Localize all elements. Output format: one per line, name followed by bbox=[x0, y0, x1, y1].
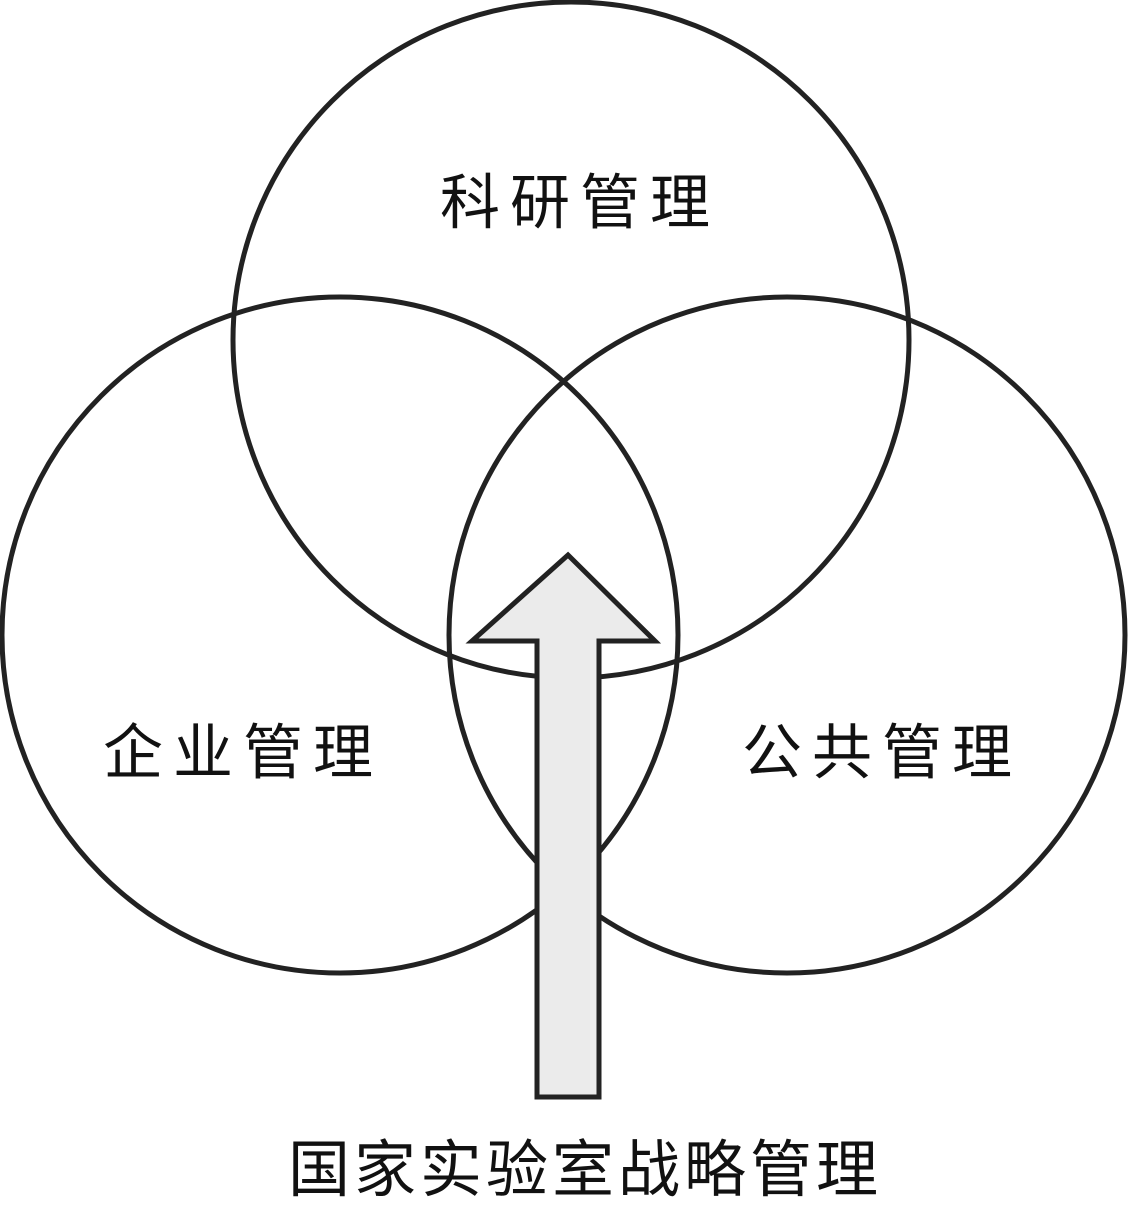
label-enterprise: 企业管理 bbox=[103, 719, 383, 789]
circle-enterprise bbox=[0, 294, 681, 976]
label-public: 公共管理 bbox=[742, 719, 1022, 789]
circle-public bbox=[446, 294, 1128, 976]
label-research: 科研管理 bbox=[440, 169, 720, 239]
label-arrow-strategy: 国家实验室战略管理 bbox=[288, 1133, 882, 1205]
upward-arrow bbox=[465, 551, 662, 1100]
